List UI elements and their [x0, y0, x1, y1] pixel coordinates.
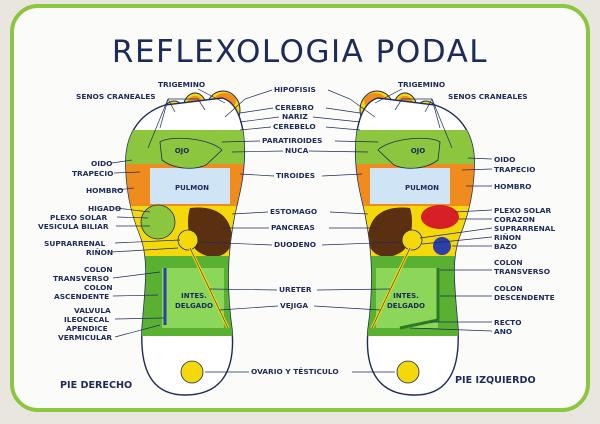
left-labels: TRIGEMINO SENOS CRANEALES OIDO TRAPECIO …: [38, 80, 226, 342]
label-ovario: OVARIO Y TÉSTICULO: [251, 367, 339, 376]
label-hipofisis: HIPOFISIS: [274, 85, 316, 94]
label-corazon: CORAZON: [494, 215, 535, 224]
label-vesicula: VESICULA BILIAR: [38, 222, 109, 231]
label-oido-l: OIDO: [494, 155, 515, 164]
label-colon-2: COLON: [84, 283, 113, 292]
label-hombro-l: HOMBRO: [494, 182, 531, 191]
diagram-title: REFLEXOLOGIA PODAL: [112, 34, 488, 70]
label-vejiga: VEJIGA: [280, 301, 308, 310]
label-trapecio-r: TRAPECIO: [72, 169, 113, 178]
label-ascendente: ASCENDENTE: [54, 292, 109, 301]
label-apendice: APENDICE: [66, 324, 108, 333]
heart-zone: [421, 205, 459, 229]
left-lung-label: PULMON: [405, 184, 439, 192]
label-trigemino-l: TRIGEMINO: [398, 80, 445, 89]
label-recto: RECTO: [494, 318, 522, 327]
right-intestine-label-2: DELGADO: [175, 302, 213, 310]
right-eye-label: OJO: [175, 147, 190, 155]
label-higado: HIGADO: [88, 204, 121, 213]
left-foot-caption: PIE IZQUIERDO: [455, 375, 536, 386]
label-ileocecal: ILEOCECAL: [64, 315, 109, 324]
label-rinon-l: RIÑON: [494, 233, 521, 242]
label-bazo: BAZO: [494, 242, 517, 251]
center-labels: HIPOFISIS CEREBRO NARIZ CEREBELO PARATIR…: [199, 85, 401, 376]
label-nuca: NUCA: [285, 146, 309, 155]
label-cerebro: CEREBRO: [275, 103, 314, 112]
label-oido-r: OIDO: [91, 159, 112, 168]
right-foot: OJO PULMON INTES. DELGADO: [125, 90, 245, 396]
label-transverso-l: TRANSVERSO: [494, 267, 550, 276]
label-senos-l: SENOS CRANEALES: [448, 92, 528, 101]
left-intestine-label: INTES.: [393, 292, 419, 300]
label-colon-3: COLON: [494, 258, 523, 267]
right-labels: TRIGEMINO SENOS CRANEALES OIDO TRAPECIO …: [374, 80, 555, 336]
left-intestine-label-2: DELGADO: [387, 302, 425, 310]
left-eye-label: OJO: [411, 147, 426, 155]
spleen-zone: [433, 237, 451, 255]
label-tiroides: TIROIDES: [276, 171, 315, 180]
right-lung-label: PULMON: [175, 184, 209, 192]
label-hombro-r: HOMBRO: [86, 186, 123, 195]
label-ureter: URETER: [279, 285, 312, 294]
label-colon-4: COLON: [494, 284, 523, 293]
right-foot-caption: PIE DERECHO: [60, 380, 132, 391]
label-valvula: VALVULA: [74, 306, 111, 315]
label-trapecio-l: TRAPECIO: [494, 165, 535, 174]
label-nariz: NARIZ: [282, 112, 308, 121]
label-transverso-r: TRANSVERSO: [53, 274, 109, 283]
label-paratiroides: PARATIROIDES: [262, 136, 322, 145]
right-ovary-point: [180, 360, 204, 384]
label-rinon-r: RIÑON: [86, 248, 113, 257]
right-intestine-label: INTES.: [181, 292, 207, 300]
label-suprarrenal-r: SUPRARRENAL: [44, 239, 105, 248]
label-pancreas: PANCREAS: [271, 223, 315, 232]
label-cerebelo: CEREBELO: [273, 122, 316, 131]
label-colon-1: COLON: [84, 265, 113, 274]
label-senos-r: SENOS CRANEALES: [76, 92, 156, 101]
label-plexo-r: PLEXO SOLAR: [50, 213, 107, 222]
label-suprarrenal-l: SUPRARRENAL: [494, 224, 555, 233]
left-ovary-point: [396, 360, 420, 384]
left-foot: OJO PULMON INTES. DELGADO: [355, 90, 475, 396]
label-ano: ANO: [494, 327, 512, 336]
label-trigemino-r: TRIGEMINO: [158, 80, 205, 89]
label-estomago: ESTOMAGO: [270, 207, 317, 216]
label-vermicular: VERMICULAR: [58, 333, 112, 342]
label-descendente: DESCENDENTE: [494, 293, 555, 302]
label-plexo-l: PLEXO SOLAR: [494, 206, 551, 215]
label-duodeno: DUODENO: [274, 240, 316, 249]
